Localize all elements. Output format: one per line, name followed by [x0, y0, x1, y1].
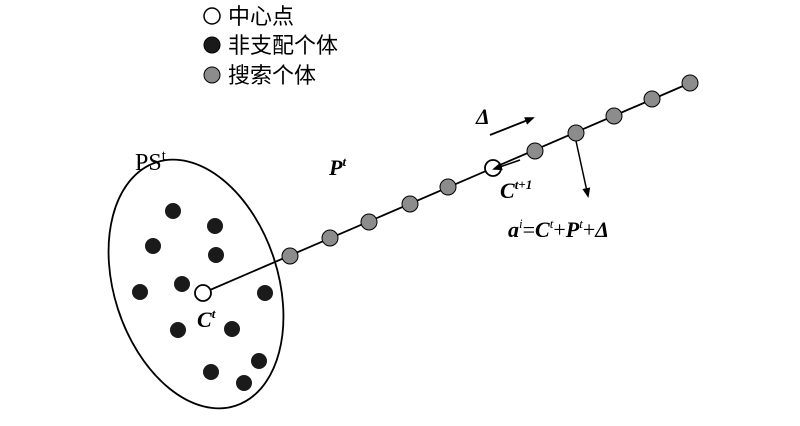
legend-nondominated-label: 非支配个体	[228, 34, 338, 59]
formula-label: ai=Ct+Pt+Δ	[508, 216, 609, 242]
nondominated-point	[203, 364, 219, 380]
search-point	[321, 229, 339, 247]
legend-nondominated-marker	[203, 36, 221, 54]
nondominated-points	[132, 203, 273, 391]
nondominated-point	[236, 375, 252, 391]
legend-center-marker	[203, 7, 221, 25]
nondominated-point	[207, 218, 223, 234]
legend: 中心点 非支配个体 搜索个体	[203, 5, 338, 89]
nondominated-point	[224, 321, 240, 337]
ct1-label: Ct+1	[500, 177, 532, 203]
ct-label: Ct	[197, 306, 216, 332]
nondominated-point	[170, 322, 186, 338]
ct1-arrow	[492, 159, 521, 171]
legend-center-label: 中心点	[228, 5, 294, 30]
delta-label: Δ	[475, 104, 490, 129]
search-point	[567, 124, 585, 142]
search-point	[360, 213, 378, 231]
search-point	[643, 90, 661, 108]
nondominated-point	[251, 353, 267, 369]
result-arrow	[575, 140, 591, 198]
center-point-ct	[194, 284, 212, 302]
search-point	[439, 178, 457, 196]
search-point	[605, 107, 623, 125]
nondominated-point	[257, 285, 273, 301]
pt-label: Pt	[328, 154, 346, 180]
search-point	[526, 142, 544, 160]
legend-search-label: 搜索个体	[228, 64, 316, 89]
legend-search-marker	[203, 66, 221, 84]
ps-ellipse	[107, 158, 285, 410]
nondominated-point	[145, 238, 161, 254]
nondominated-point	[208, 247, 224, 263]
delta-arrow	[489, 117, 535, 136]
search-point	[281, 247, 299, 265]
search-points	[281, 74, 699, 265]
nondominated-point	[174, 276, 190, 292]
ps-label: PSt	[135, 148, 167, 176]
search-point	[401, 195, 419, 213]
search-point	[681, 74, 699, 92]
nondominated-point	[132, 284, 148, 300]
nondominated-point	[165, 203, 181, 219]
